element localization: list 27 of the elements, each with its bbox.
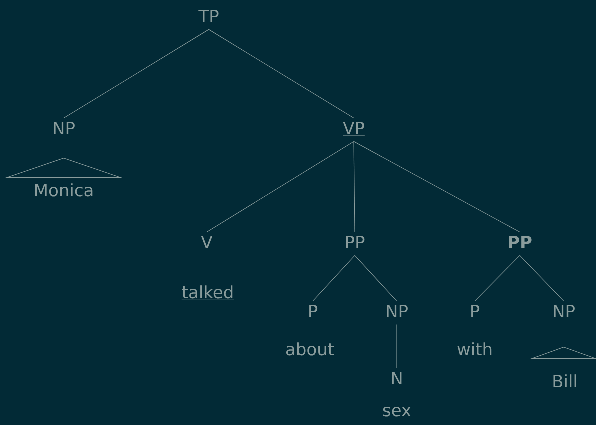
tree-branch	[312, 255, 356, 302]
tree-label: with	[458, 342, 492, 356]
tree-label: VP	[342, 122, 366, 136]
tree-label: Bill	[554, 374, 576, 388]
tree-label: about	[286, 342, 334, 356]
tree-label: PP	[509, 236, 532, 248]
tree-label: Monica	[36, 184, 93, 197]
tree-label: talked	[182, 286, 234, 300]
tree-branch	[474, 255, 520, 302]
tree-branch	[354, 141, 520, 233]
tree-label: P	[472, 305, 480, 318]
tree-branch	[208, 29, 354, 119]
tree-label: N	[392, 372, 402, 384]
tree-label: sex	[383, 406, 411, 417]
tree-label: TP	[198, 10, 219, 22]
tree-label: NP	[54, 122, 75, 134]
tree-label: V	[201, 236, 213, 248]
tree-label: P	[310, 305, 318, 318]
tree-branch	[396, 324, 398, 369]
tree-branch	[520, 255, 564, 302]
tree-branch	[64, 29, 210, 119]
tree-label: PP	[346, 236, 365, 248]
tree-branch	[206, 141, 354, 233]
tree-label: NP	[554, 305, 575, 318]
tree-label: NP	[387, 305, 408, 318]
tree-branch	[354, 255, 398, 302]
tree-branch	[354, 141, 356, 233]
